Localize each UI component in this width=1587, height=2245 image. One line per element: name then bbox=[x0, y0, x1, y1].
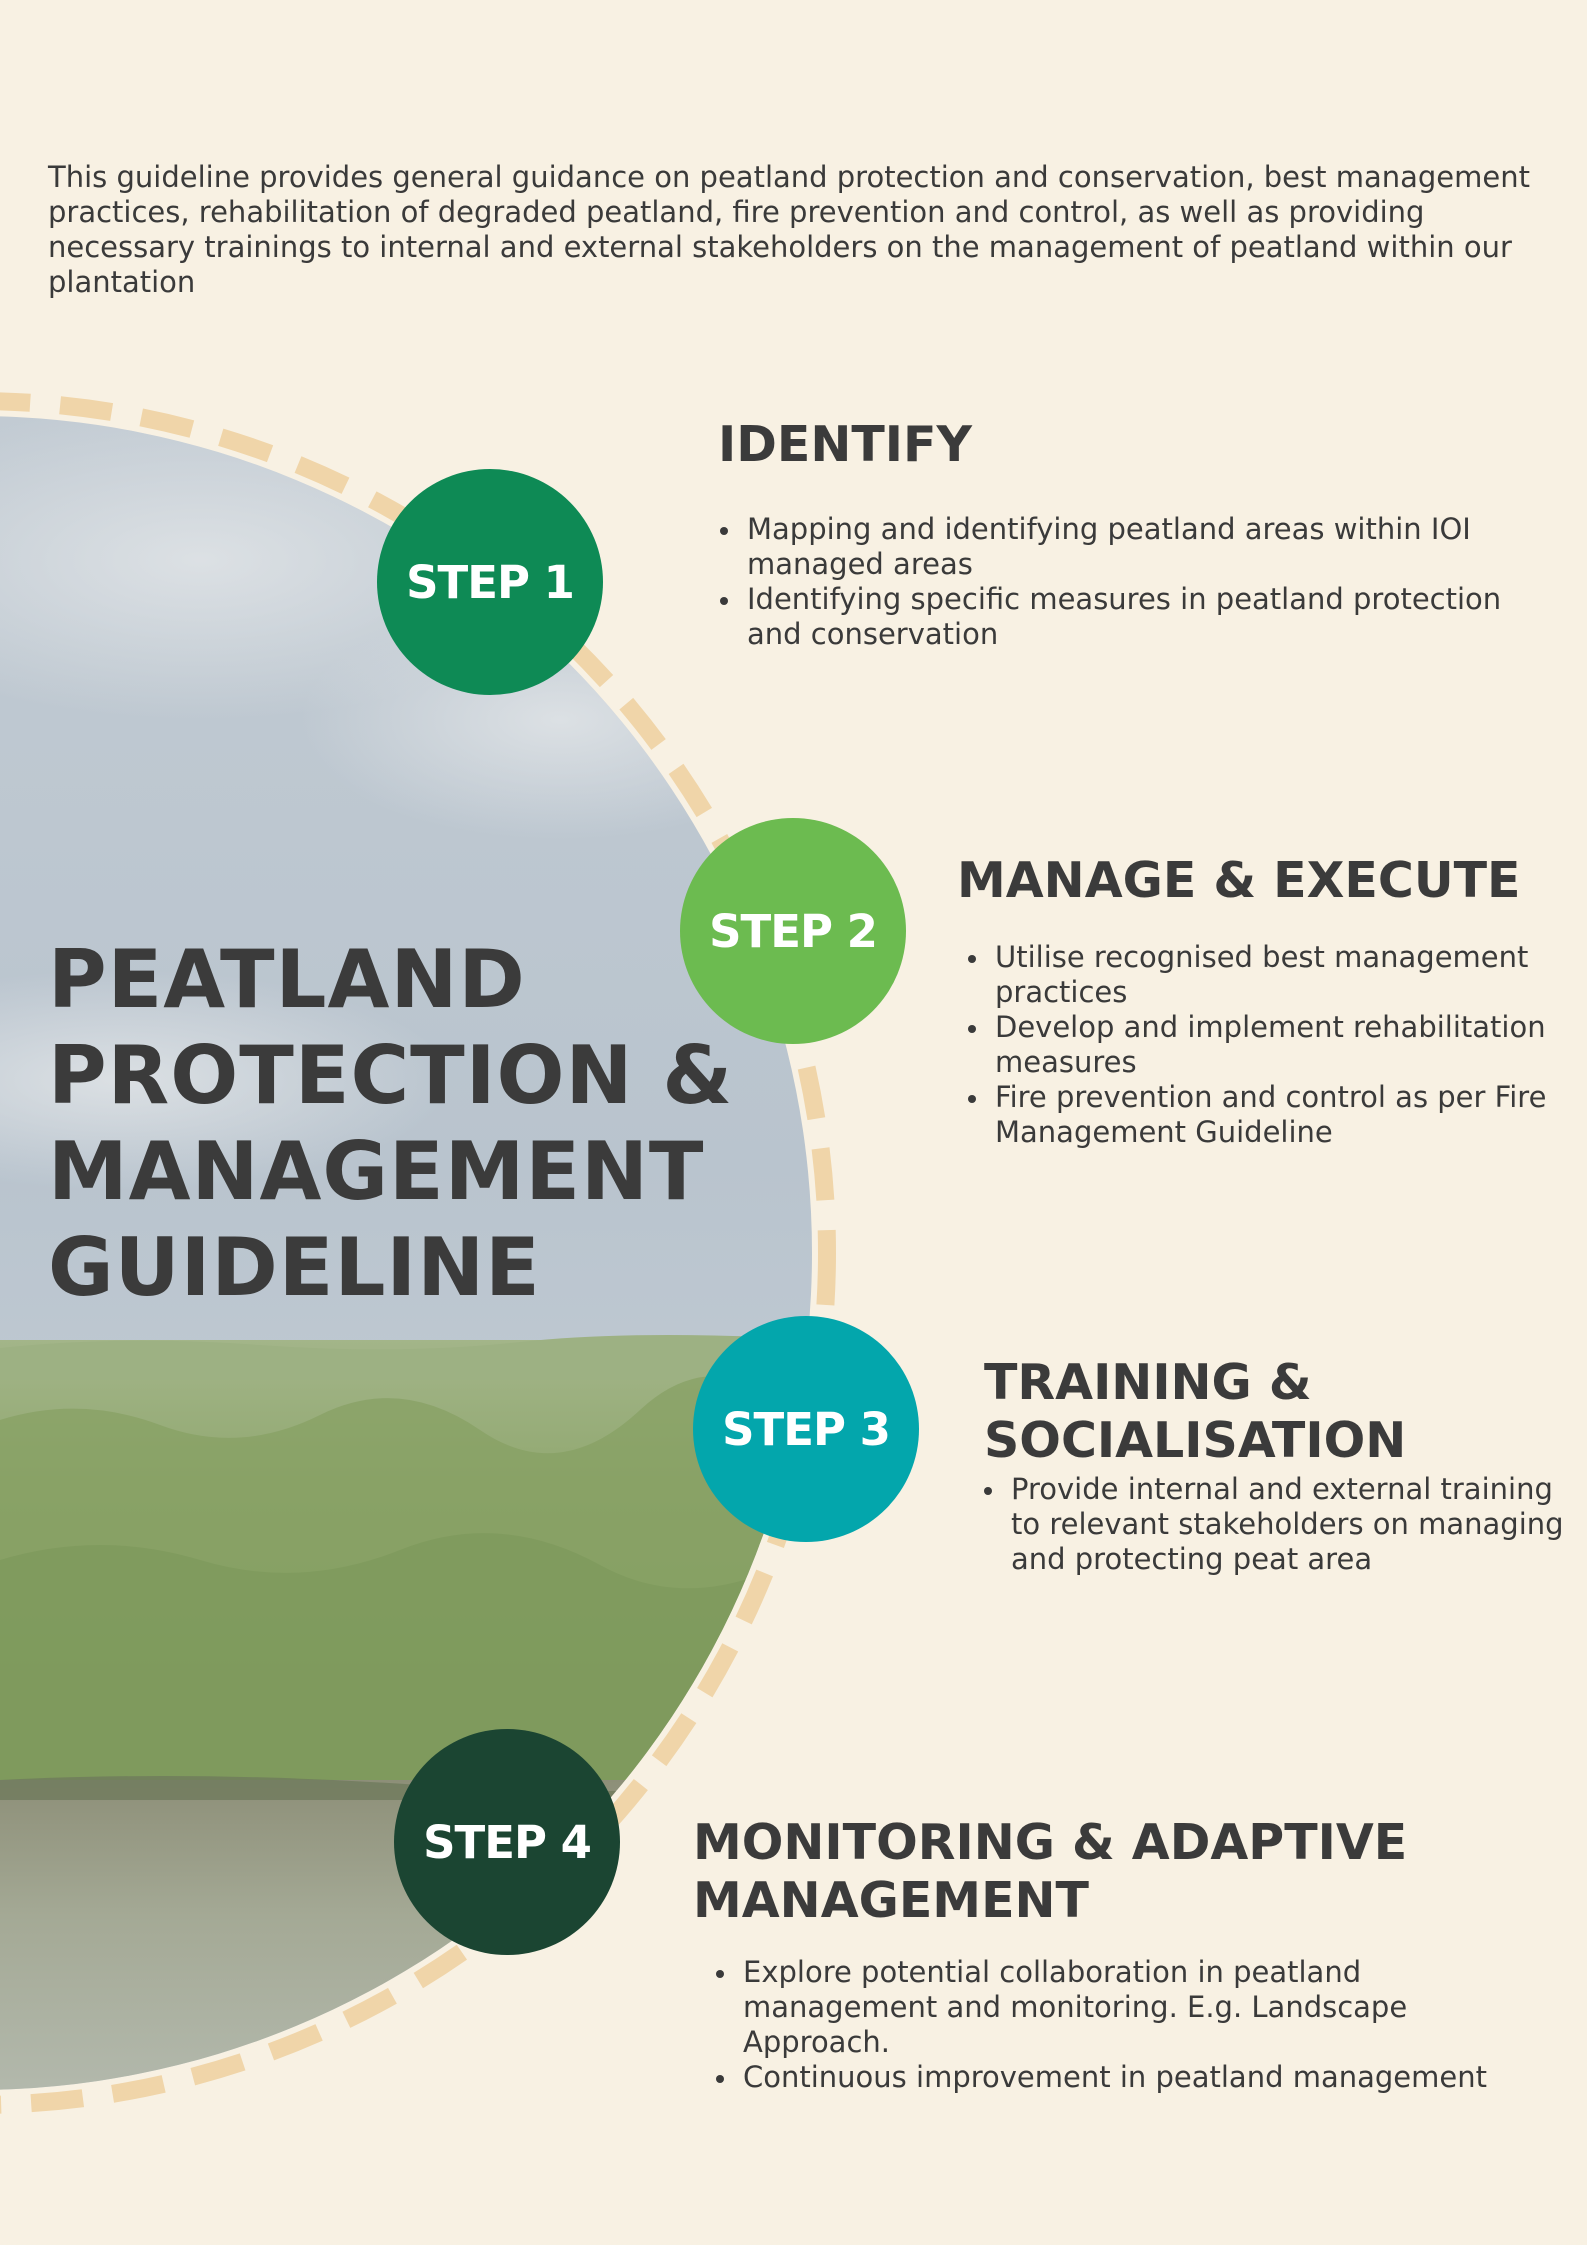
step-3-heading: TRAINING & SOCIALISATION bbox=[984, 1354, 1406, 1470]
step-3-badge: STEP 3 bbox=[693, 1316, 919, 1542]
step-1-badge: STEP 1 bbox=[377, 469, 603, 695]
step-heading-line: IDENTIFY bbox=[718, 416, 972, 473]
title-line: PEATLAND bbox=[48, 933, 526, 1026]
list-item: Explore potential collaboration in peatl… bbox=[713, 1955, 1553, 2060]
dashed-ring bbox=[0, 392, 836, 2114]
list-item: Identifying specific measures in peatlan… bbox=[717, 582, 1557, 652]
main-title: PEATLAND PROTECTION & MANAGEMENT GUIDELI… bbox=[48, 932, 733, 1316]
step-2-badge: STEP 2 bbox=[680, 818, 906, 1044]
step-2-heading: MANAGE & EXECUTE bbox=[957, 852, 1521, 910]
title-line: PROTECTION & bbox=[48, 1029, 734, 1122]
intro-paragraph: This guideline provides general guidance… bbox=[48, 160, 1530, 299]
list-item: Continuous improvement in peatland manag… bbox=[713, 2060, 1553, 2095]
step-heading-line: MANAGE & EXECUTE bbox=[957, 852, 1521, 909]
step-heading-line: TRAINING & bbox=[984, 1354, 1312, 1411]
step-heading-line: MANAGEMENT bbox=[693, 1872, 1089, 1929]
title-line: GUIDELINE bbox=[48, 1221, 541, 1314]
step-4-heading: MONITORING & ADAPTIVE MANAGEMENT bbox=[693, 1814, 1407, 1930]
step-heading-line: SOCIALISATION bbox=[984, 1412, 1407, 1469]
step-1-heading: IDENTIFY bbox=[718, 416, 972, 474]
list-item: Develop and implement rehabilitation mea… bbox=[965, 1010, 1565, 1080]
title-line: MANAGEMENT bbox=[48, 1125, 705, 1218]
step-3-bullets: Provide internal and external training t… bbox=[981, 1472, 1571, 1577]
step-4-bullets: Explore potential collaboration in peatl… bbox=[713, 1955, 1553, 2095]
list-item: Mapping and identifying peatland areas w… bbox=[717, 512, 1557, 582]
step-heading-line: MONITORING & ADAPTIVE bbox=[693, 1814, 1408, 1871]
step-1-bullets: Mapping and identifying peatland areas w… bbox=[717, 512, 1557, 652]
step-2-bullets: Utilise recognised best management pract… bbox=[965, 940, 1565, 1150]
list-item: Fire prevention and control as per Fire … bbox=[965, 1080, 1565, 1150]
list-item: Utilise recognised best management pract… bbox=[965, 940, 1565, 1010]
step-4-badge: STEP 4 bbox=[394, 1729, 620, 1955]
list-item: Provide internal and external training t… bbox=[981, 1472, 1571, 1577]
